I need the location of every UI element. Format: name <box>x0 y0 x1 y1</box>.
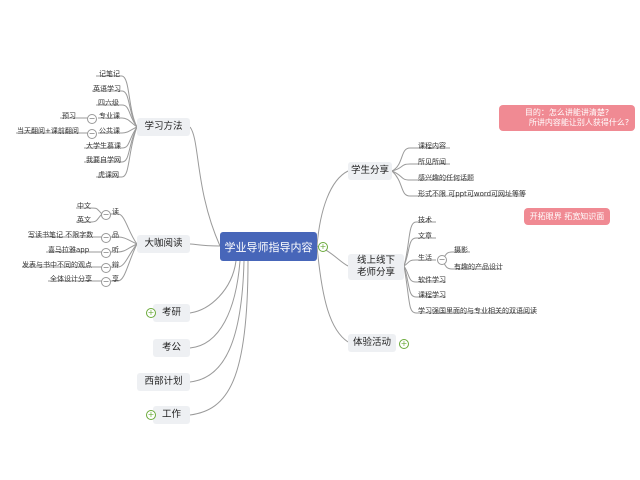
central-topic[interactable]: 学业导师指导内容 <box>220 232 317 261</box>
teacher-share-line1: 线上线下 <box>356 255 395 266</box>
expand-central-icon[interactable]: + <box>318 242 328 252</box>
expand-activity-icon[interactable]: + <box>399 339 409 349</box>
leaf-review[interactable]: 当天翻阅+课前翻阅 <box>17 127 79 135</box>
leaf-chinese[interactable]: 中文 <box>77 202 91 210</box>
goal-callout[interactable]: 目的：怎么讲能讲清楚? 所讲内容能让别人获得什么? <box>499 105 635 131</box>
leaf-article[interactable]: 文章 <box>418 232 432 240</box>
leaf-bilingual-reading[interactable]: 学习强国里面的与专业相关的双语阅读 <box>418 307 537 315</box>
collapse-read-icon[interactable]: − <box>101 210 111 220</box>
leaf-any-topic[interactable]: 感兴趣的任何话题 <box>418 174 474 182</box>
leaf-different-views[interactable]: 发表与书中不同的观点 <box>22 261 92 269</box>
leaf-life[interactable]: 生活 <box>418 254 432 262</box>
leaf-ximalaya[interactable]: 喜马拉雅app <box>48 246 90 254</box>
teacher-share-line2: 老师分享 <box>356 267 395 278</box>
leaf-any-format[interactable]: 形式不限 可ppt可word可网址等等 <box>418 190 527 198</box>
leaf-english-reading[interactable]: 英文 <box>77 216 91 224</box>
topic-work[interactable]: 工作 <box>153 406 190 424</box>
leaf-savor[interactable]: 品 <box>112 231 119 239</box>
collapse-life-icon[interactable]: − <box>437 255 447 265</box>
leaf-english[interactable]: 英语学习 <box>93 85 121 93</box>
leaf-share[interactable]: 享 <box>112 275 119 283</box>
leaf-debate[interactable]: 辩 <box>112 261 119 269</box>
expand-callout[interactable]: 开拓眼界 拓宽知识面 <box>524 208 610 225</box>
leaf-course-content[interactable]: 课程内容 <box>418 142 446 150</box>
leaf-preview[interactable]: 预习 <box>62 112 76 120</box>
collapse-listen-icon[interactable]: − <box>101 248 111 258</box>
leaf-listen[interactable]: 听 <box>112 246 119 254</box>
goal-callout-line2: 所讲内容能让别人获得什么? <box>528 118 630 127</box>
goal-callout-line1: 目的：怎么讲能讲清楚? <box>524 108 610 117</box>
leaf-major-course[interactable]: 专业课 <box>99 112 120 120</box>
leaf-reading-notes[interactable]: 写读书笔记 不限字数 <box>28 231 94 239</box>
topic-west-plan[interactable]: 西部计划 <box>137 373 190 391</box>
expand-postgraduate-icon[interactable]: + <box>146 308 156 318</box>
leaf-public-course[interactable]: 公共课 <box>99 127 120 135</box>
leaf-design-share[interactable]: 全体设计分享 <box>50 275 92 283</box>
topic-expert-reading[interactable]: 大咖阅读 <box>137 235 190 253</box>
leaf-experiences[interactable]: 所见所闻 <box>418 158 446 166</box>
leaf-huke[interactable]: 虎课网 <box>98 171 119 179</box>
topic-student-share[interactable]: 学生分享 <box>348 162 392 180</box>
leaf-software-learning[interactable]: 软件学习 <box>418 276 446 284</box>
leaf-photography[interactable]: 摄影 <box>454 246 468 254</box>
leaf-read[interactable]: 读 <box>112 208 119 216</box>
topic-experience-activity[interactable]: 体验活动 <box>348 334 396 352</box>
collapse-savor-icon[interactable]: − <box>101 233 111 243</box>
collapse-share-icon[interactable]: − <box>101 277 111 287</box>
topic-study-methods[interactable]: 学习方法 <box>137 118 190 136</box>
leaf-cet[interactable]: 四六级 <box>98 99 119 107</box>
collapse-debate-icon[interactable]: − <box>101 263 111 273</box>
collapse-public-icon[interactable]: − <box>87 129 97 139</box>
topic-postgraduate[interactable]: 考研 <box>153 304 190 322</box>
leaf-zixue[interactable]: 我要自学网 <box>86 156 121 164</box>
leaf-mooc[interactable]: 大学生慕课 <box>86 142 121 150</box>
leaf-notes[interactable]: 记笔记 <box>99 70 120 78</box>
leaf-technology[interactable]: 技术 <box>418 216 432 224</box>
topic-teacher-share[interactable]: 线上线下 老师分享 <box>348 254 404 280</box>
topic-civil-service[interactable]: 考公 <box>153 339 190 357</box>
leaf-course-learning[interactable]: 课程学习 <box>418 291 446 299</box>
leaf-product-design[interactable]: 有趣的产品设计 <box>454 263 503 271</box>
collapse-major-icon[interactable]: − <box>87 114 97 124</box>
expand-work-icon[interactable]: + <box>146 410 156 420</box>
